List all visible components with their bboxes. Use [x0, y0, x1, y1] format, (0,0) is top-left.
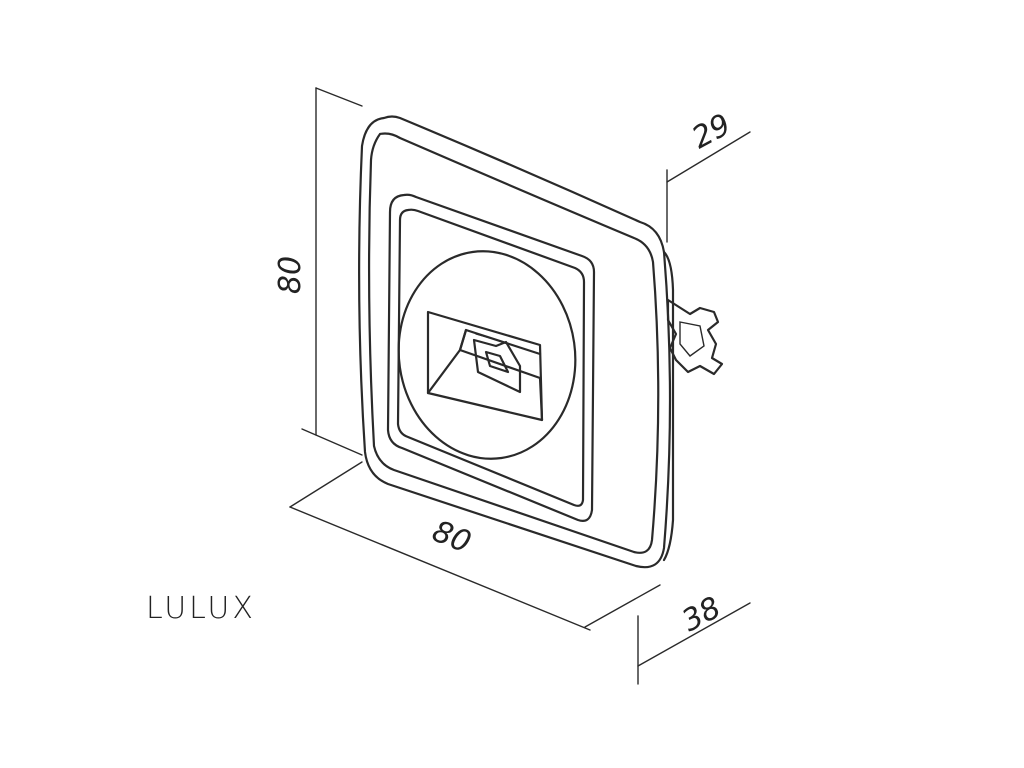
dimension-depth-top: 29: [666, 107, 751, 243]
dimension-width-label: 80: [427, 514, 476, 561]
outer-frame: [358, 115, 675, 569]
inner-plate: [386, 193, 596, 522]
rj45-port: [426, 310, 544, 422]
dimension-depth-top-label: 29: [686, 107, 736, 156]
brand-label: LULUX: [146, 591, 256, 626]
dimension-width: 80: [289, 461, 661, 631]
dimension-depth-bottom: 38: [637, 590, 751, 685]
round-center: [397, 250, 577, 460]
mounting-claw: [666, 298, 724, 376]
dimension-height: 80: [273, 87, 363, 456]
dimension-height-label: 80: [273, 256, 308, 294]
dimension-depth-bottom-label: 38: [676, 590, 726, 639]
